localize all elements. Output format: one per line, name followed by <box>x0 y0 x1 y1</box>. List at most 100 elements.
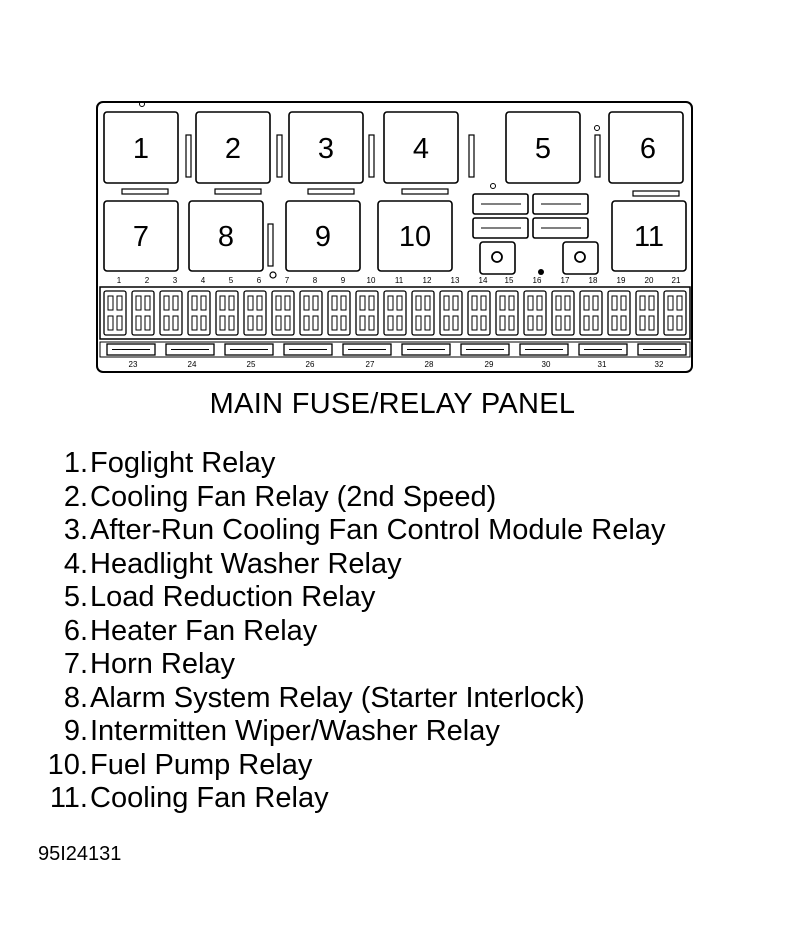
legend-item: 1.Foglight Relay <box>34 447 665 481</box>
fuse-position-number: 4 <box>201 276 206 285</box>
legend-label: Intermitten Wiper/Washer Relay <box>90 715 500 747</box>
fuse-slot <box>243 290 267 336</box>
legend-label: Horn Relay <box>90 648 236 680</box>
legend-item: 10.Fuel Pump Relay <box>34 749 665 783</box>
fuse-slot <box>579 290 603 336</box>
legend-number: 7. <box>63 648 88 680</box>
bottom-fuse-slot <box>460 343 510 356</box>
relay-8: 8 <box>188 200 264 272</box>
legend-number: 2. <box>63 480 88 513</box>
fuse-slot <box>551 290 575 336</box>
fuse-slot <box>187 290 211 336</box>
legend-item: 11.Cooling Fan Relay <box>34 782 665 816</box>
bottom-fuse-slot <box>106 343 156 356</box>
fuse-position-number: 20 <box>645 276 654 285</box>
fuse-relay-panel-diagram: 1 2 3 4 5 6 7 8 9 10 11 <box>96 101 693 373</box>
fuse-position-number: 8 <box>313 276 318 285</box>
fuse-slot <box>495 290 519 336</box>
relay-number: 8 <box>218 221 234 253</box>
legend-label: Headlight Washer Relay <box>90 547 402 580</box>
fuse-position-number: 17 <box>561 276 570 285</box>
fuse-position-number: 3 <box>173 276 178 285</box>
legend-label: Fuel Pump Relay <box>90 748 313 781</box>
relay-6: 6 <box>608 111 684 184</box>
fuse-position-number: 27 <box>366 360 375 369</box>
fuse-slot <box>103 290 127 336</box>
fuse-position-labels-top: 1 2 3 4 5 6 7 8 9 10 11 12 13 14 15 16 1… <box>117 276 681 285</box>
relay-number: 7 <box>133 221 149 253</box>
bottom-fuse-slot <box>224 343 274 356</box>
fuse-position-number: 1 <box>117 276 122 285</box>
fuse-position-number: 11 <box>395 276 404 285</box>
legend-label: Foglight Relay <box>90 447 276 479</box>
fuse-slot <box>663 290 687 336</box>
fuse-slot <box>523 290 547 336</box>
relay-7: 7 <box>103 200 179 272</box>
bottom-fuse-slot <box>519 343 569 356</box>
legend-number: 1. <box>63 447 88 479</box>
legend-number: 3. <box>63 514 88 546</box>
relay-9: 9 <box>285 200 361 272</box>
fuse-slot <box>327 290 351 336</box>
fuse-position-number: 13 <box>451 276 460 285</box>
relay-10: 10 <box>377 200 453 272</box>
fuse-position-number: 25 <box>247 360 256 369</box>
legend-item: 3.After-Run Cooling Fan Control Module R… <box>34 514 666 548</box>
legend-item: 9.Intermitten Wiper/Washer Relay <box>34 715 665 749</box>
fuse-position-number: 23 <box>129 360 138 369</box>
relay-11: 11 <box>611 200 687 272</box>
relay-5: 5 <box>505 111 581 184</box>
relay-number: 11 <box>634 221 664 253</box>
fuse-position-number: 32 <box>655 360 664 369</box>
fuse-slot <box>635 290 659 336</box>
relay-3: 3 <box>288 111 364 184</box>
relay-number: 5 <box>535 133 551 165</box>
fuse-position-number: 15 <box>505 276 514 285</box>
legend-number: 8. <box>63 681 88 714</box>
panel-housing <box>96 101 693 373</box>
figure-code: 95I24131 <box>38 843 122 865</box>
legend-item: 6.Heater Fan Relay <box>34 615 665 649</box>
connector-slots <box>185 134 601 267</box>
bottom-fuse-slot <box>401 343 451 356</box>
panel-title: MAIN FUSE/RELAY PANEL <box>209 388 576 420</box>
fuse-position-number: 26 <box>306 360 315 369</box>
fuse-position-number: 28 <box>425 360 434 369</box>
fuse-position-number: 7 <box>285 276 290 285</box>
bottom-fuse-slot <box>578 343 628 356</box>
fuse-position-number: 12 <box>423 276 432 285</box>
relay-4: 4 <box>383 111 459 184</box>
fuse-slot <box>383 290 407 336</box>
bottom-fuse-slot <box>165 343 215 356</box>
fuse-position-number: 21 <box>672 276 681 285</box>
fuse-position-number: 16 <box>533 276 542 285</box>
fuse-position-number: 19 <box>617 276 626 285</box>
legend-number: 11. <box>49 782 88 814</box>
legend-label: Heater Fan Relay <box>90 614 318 647</box>
breaker-block <box>472 193 599 275</box>
fuse-position-labels-bottom: 23 24 25 26 27 28 29 30 31 32 <box>129 360 664 369</box>
legend-number: 5. <box>63 581 88 613</box>
fuse-slot <box>355 290 379 336</box>
fuse-slot <box>411 290 435 336</box>
legend-label: After-Run Cooling Fan Control Module Rel… <box>90 514 666 546</box>
fuse-slot <box>131 290 155 336</box>
fuse-position-number: 30 <box>542 360 551 369</box>
fuse-slot <box>271 290 295 336</box>
legend-item: 2.Cooling Fan Relay (2nd Speed) <box>34 481 665 515</box>
bottom-fuse-slot <box>342 343 392 356</box>
connector-bars <box>121 188 680 197</box>
legend-number: 6. <box>63 614 88 647</box>
relay-number: 6 <box>640 133 656 165</box>
fuse-position-number: 24 <box>188 360 197 369</box>
bottom-fuse-slot <box>637 343 687 356</box>
fuse-position-number: 31 <box>598 360 607 369</box>
relay-number: 9 <box>315 221 331 253</box>
fuse-slot <box>439 290 463 336</box>
fuse-position-number: 9 <box>341 276 346 285</box>
relay-number: 2 <box>225 133 241 165</box>
fuse-slot <box>467 290 491 336</box>
fuse-slot <box>299 290 323 336</box>
legend-item: 7.Horn Relay <box>34 648 665 682</box>
relay-number: 10 <box>399 221 431 253</box>
